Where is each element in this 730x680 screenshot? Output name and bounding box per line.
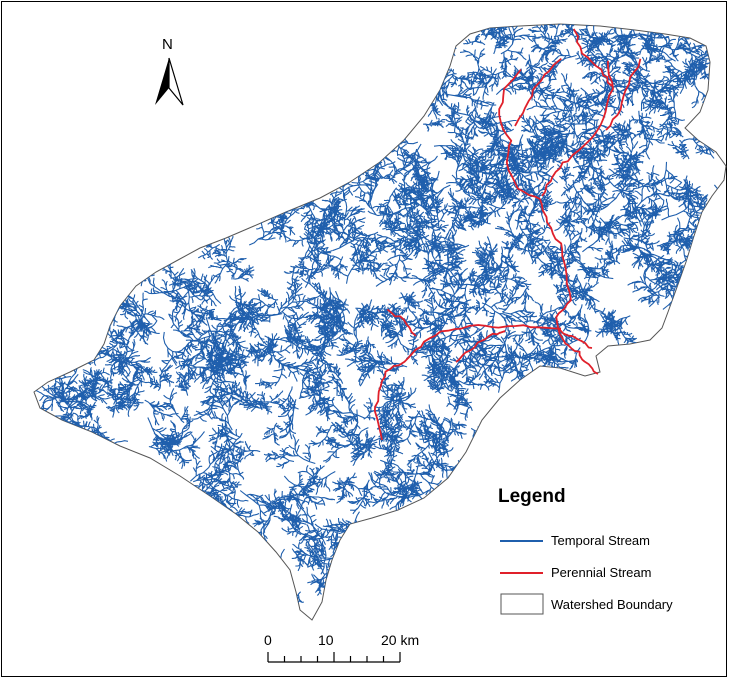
legend-title: Legend (498, 486, 566, 507)
perennial-stream-0 (498, 68, 599, 375)
legend-label-perennial: Perennial Stream (551, 565, 652, 580)
perennial-stream-3 (572, 28, 613, 87)
perennial-stream-5 (373, 324, 562, 441)
north-label: N (162, 36, 173, 53)
temporal-stream-lines (35, 24, 726, 616)
temporal-stream-network (35, 24, 726, 616)
legend-label-watershed: Watershed Boundary (551, 597, 673, 612)
perennial-stream-2 (541, 60, 614, 197)
perennial-stream-4 (605, 58, 642, 131)
perennial-stream-1 (514, 58, 562, 127)
legend-watershed-swatch (500, 593, 544, 615)
perennial-stream-8 (558, 328, 593, 349)
perennial-stream-6 (386, 308, 417, 337)
scale-bar (267, 652, 401, 663)
watershed-boundary (33, 23, 727, 621)
perennial-stream-7 (455, 330, 506, 363)
scale-label-10: 10 (318, 632, 334, 648)
legend-label-temporal: Temporal Stream (551, 533, 650, 548)
perennial-stream-network (373, 28, 642, 441)
scale-label-0: 0 (264, 632, 272, 648)
north-arrow-icon (155, 57, 184, 106)
scale-label-20: 20 km (381, 632, 420, 648)
